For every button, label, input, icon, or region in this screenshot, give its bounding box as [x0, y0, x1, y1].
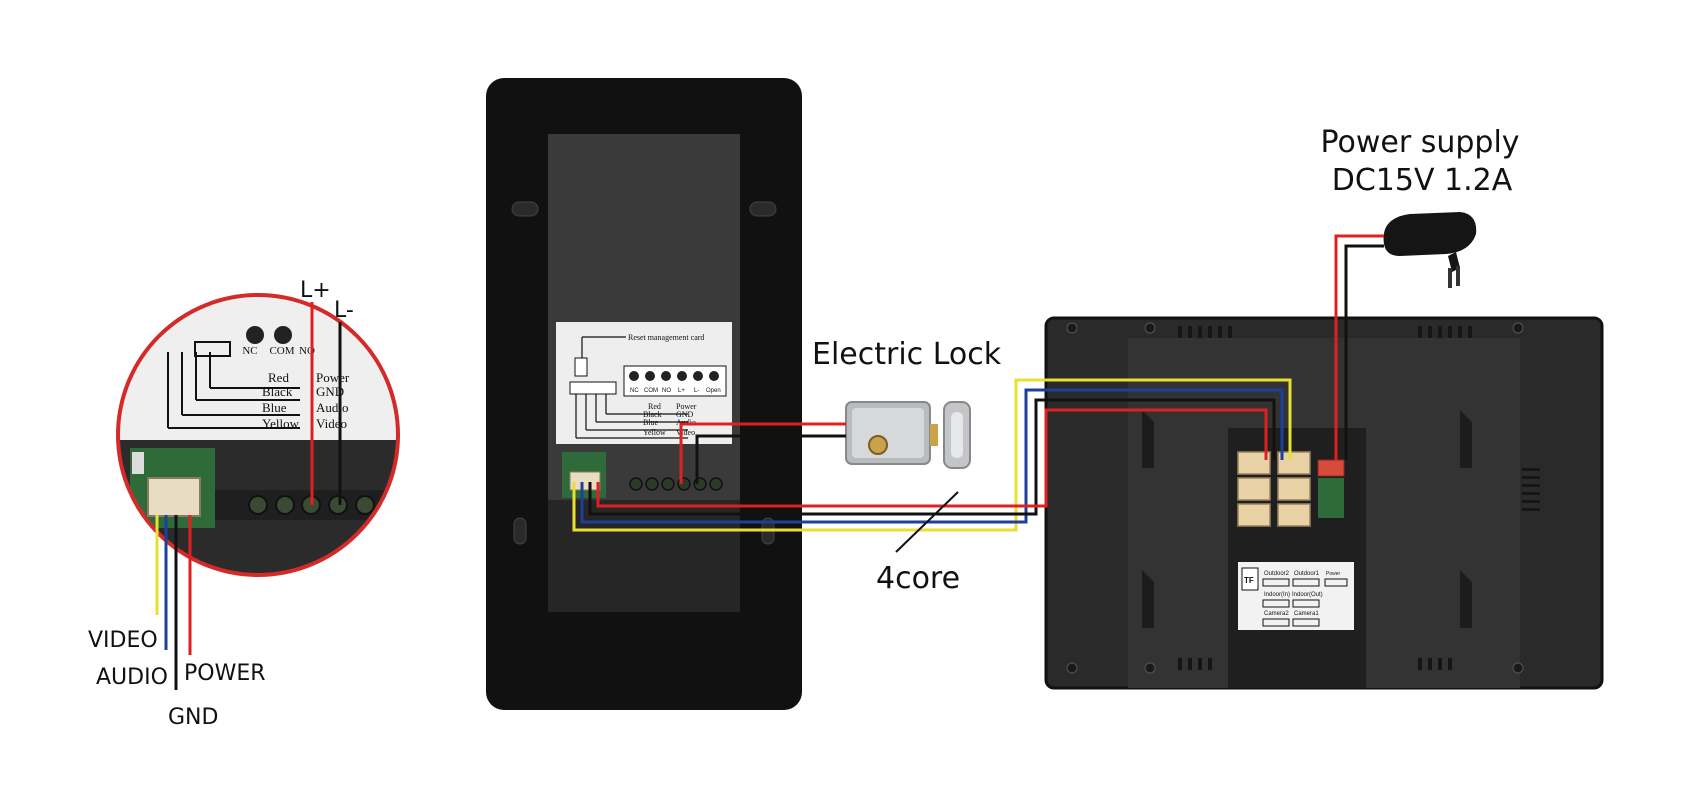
inset-blue-label: Blue	[262, 400, 287, 415]
l-plus-label: L+	[300, 278, 331, 303]
port-camera2: Camera2	[1264, 611, 1289, 617]
outdoor-unit: Reset management card NC COM NO L+ L- Op…	[486, 78, 802, 710]
outdoor-lminus-label: L-	[694, 388, 699, 394]
inset-power-label: Power	[316, 370, 350, 385]
lock-red-wire	[679, 422, 846, 484]
outdoor-yellow-label: Yellow	[643, 428, 666, 437]
indoor-monitor: TF Outdoor2 Outdoor1 Power Indoor(In) In…	[1044, 316, 1604, 690]
outdoor-video-label: Video	[676, 428, 695, 437]
outdoor-open-label: Open	[706, 388, 721, 394]
inset-com-label: COM	[269, 345, 294, 357]
cable-red-wire	[596, 408, 1268, 508]
cable-core-marker	[895, 491, 959, 553]
power-red-wire	[1334, 234, 1384, 460]
inset-gnd-label: GND	[316, 384, 344, 399]
outdoor-no-label: NO	[662, 388, 671, 394]
outdoor-lplus-label: L+	[678, 388, 685, 394]
port-camera1: Camera1	[1294, 611, 1319, 617]
sticker-title: Reset management card	[628, 333, 704, 342]
inset-nc-label: NC	[242, 345, 257, 357]
inset-audio-label: Audio	[316, 400, 349, 415]
power-supply-title: Power supply	[1320, 125, 1519, 160]
outdoor-blue-label: Blue	[643, 418, 659, 427]
gnd-callout: GND	[168, 705, 218, 730]
port-indoor-in: Indoor(In)	[1264, 592, 1290, 598]
outdoor-gnd-label: GND	[676, 410, 694, 419]
cable-yellow-wire	[572, 378, 1292, 532]
inset-border	[116, 293, 400, 577]
video-callout: VIDEO	[88, 628, 158, 653]
outdoor-com-label: COM	[644, 388, 658, 394]
outdoor-power-label: Power	[676, 402, 697, 411]
outdoor-nc-label: NC	[630, 388, 639, 394]
four-core-label: 4core	[876, 561, 960, 596]
l-minus-label: L-	[334, 298, 354, 323]
tf-slot-label: TF	[1244, 576, 1254, 585]
port-power: Power	[1326, 571, 1341, 577]
port-outdoor2: Outdoor2	[1264, 571, 1290, 577]
lock-black-wire	[695, 434, 846, 484]
zoom-inset: NC COM NO Red Black Blue Yellow Power GN…	[88, 278, 400, 730]
outdoor-black-label: Black	[643, 410, 662, 419]
inset-red-label: Red	[268, 370, 289, 385]
electric-lock-label: Electric Lock	[812, 337, 1002, 372]
power-supply-rating: DC15V 1.2A	[1332, 163, 1513, 198]
four-core-cable	[572, 378, 1292, 532]
electric-lock: Electric Lock	[812, 337, 1002, 469]
port-outdoor1: Outdoor1	[1294, 571, 1320, 577]
inset-black-label: Black	[262, 384, 293, 399]
inset-yellow-label: Yellow	[262, 416, 300, 431]
cable-black-wire	[588, 398, 1276, 516]
cable-blue-wire	[580, 388, 1284, 524]
outdoor-red-label: Red	[648, 402, 661, 411]
power-adapter	[1383, 212, 1477, 288]
power-callout: POWER	[184, 661, 266, 686]
power-black-wire	[1344, 244, 1384, 460]
inset-video-label: Video	[316, 416, 347, 431]
monitor-connectors	[1237, 451, 1311, 527]
port-indoor-out: Indoor(Out)	[1292, 592, 1323, 598]
audio-callout: AUDIO	[96, 665, 168, 690]
